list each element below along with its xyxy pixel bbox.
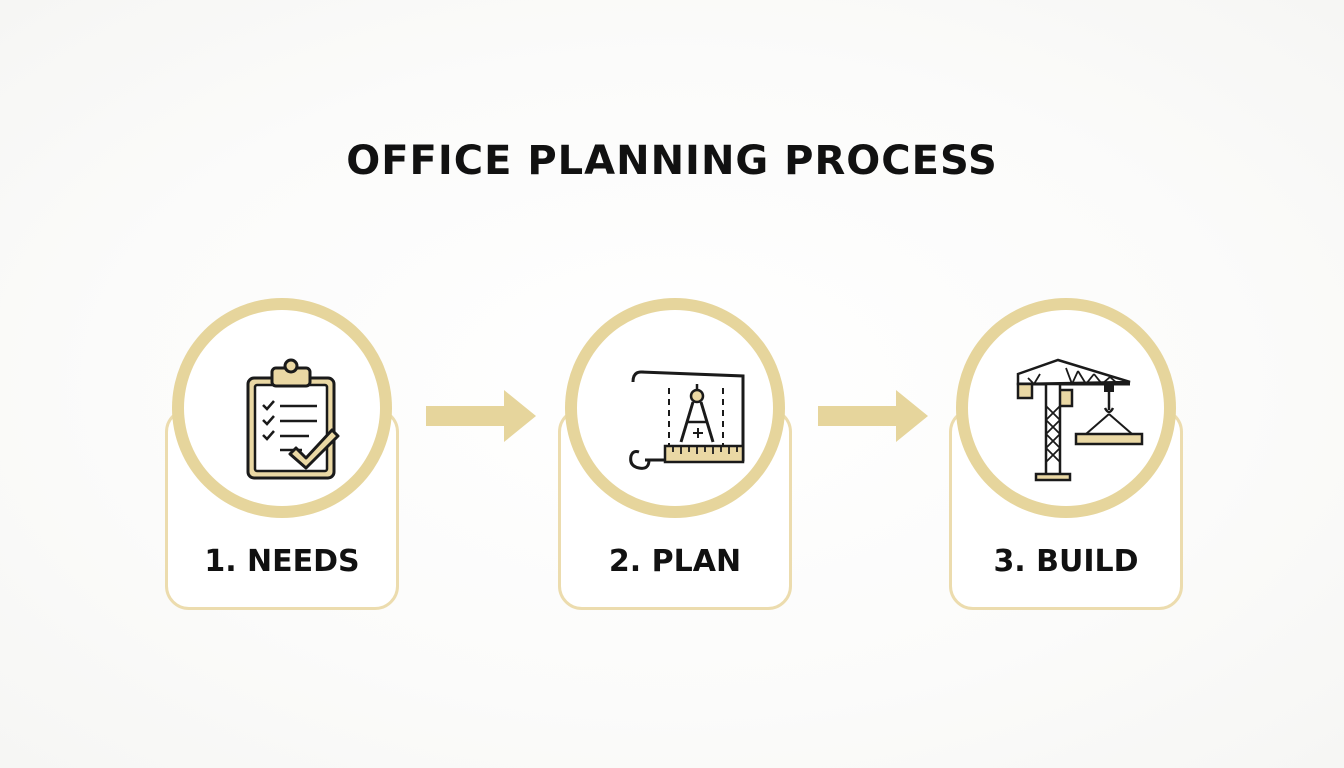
diagram-title: OFFICE PLANNING PROCESS — [346, 138, 998, 184]
tower-crane-icon — [1016, 358, 1144, 482]
step-label-plan: 2. PLAN — [608, 544, 742, 579]
blueprint-compass-icon — [629, 370, 745, 470]
step-label-needs: 1. NEEDS — [204, 544, 360, 579]
arrow-right-icon — [818, 390, 928, 442]
step-icon-circle-needs — [172, 298, 392, 518]
clipboard-checklist-icon — [246, 358, 340, 480]
step-icon-circle-plan — [565, 298, 785, 518]
arrow-right-icon — [426, 390, 536, 442]
step-icon-circle-build — [956, 298, 1176, 518]
step-label-build: 3. BUILD — [993, 544, 1139, 579]
